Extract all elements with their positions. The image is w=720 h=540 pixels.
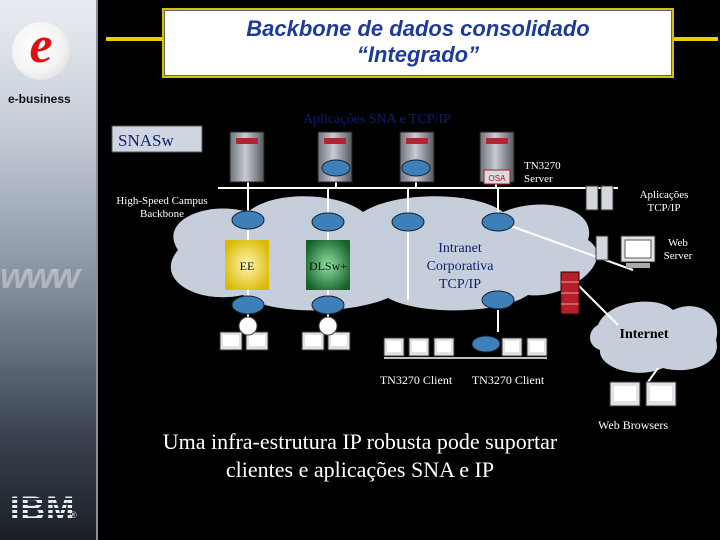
ebusiness-logo: e bbox=[12, 17, 70, 80]
router-icon bbox=[481, 290, 515, 310]
link bbox=[507, 224, 634, 271]
tn3270-client-pc bbox=[526, 337, 548, 357]
tn3270-client-pc bbox=[408, 337, 430, 357]
campus-label-line1: High-Speed Campus bbox=[116, 195, 207, 207]
title-box: Backbone de dados consolidado “Integrado… bbox=[162, 8, 674, 78]
router-icon bbox=[231, 210, 265, 230]
link bbox=[647, 367, 659, 383]
tcpip-app-server bbox=[585, 185, 599, 211]
tn3270-client-label-left: TN3270 Client bbox=[380, 373, 453, 387]
apps-tcpip-label-line1: Aplicações bbox=[640, 189, 689, 201]
tn3270-server-label-line2: Server bbox=[524, 173, 553, 185]
mainframe-server-1 bbox=[229, 131, 265, 183]
tn3270-client-label-right: TN3270 Client bbox=[472, 373, 545, 387]
osa-adapter bbox=[483, 169, 511, 185]
osa-label: OSA bbox=[489, 174, 507, 183]
client-pc bbox=[219, 331, 243, 351]
bottom-caption-line2: clientes e aplicações SNA e IP bbox=[225, 457, 495, 482]
www-decoration: www bbox=[0, 255, 80, 296]
client-pc bbox=[245, 331, 269, 351]
router-icon bbox=[311, 212, 345, 232]
bottom-caption: Uma infra-estrutura IP robusta pode supo… bbox=[110, 428, 610, 484]
client-pc-tower bbox=[318, 316, 338, 336]
router-icon bbox=[471, 335, 501, 353]
tn3270-server-label-line1: TN3270 bbox=[524, 160, 561, 172]
ebusiness-label: e-business bbox=[8, 92, 71, 106]
tn3270-client-pc bbox=[433, 337, 455, 357]
link bbox=[577, 284, 619, 326]
sidebar-divider bbox=[96, 0, 98, 540]
web-server-label-line1: Web bbox=[668, 237, 688, 249]
tcpip-app-server bbox=[595, 235, 609, 261]
page-title-line1: Backbone de dados consolidado bbox=[246, 16, 590, 41]
ibm-registered-mark: ® bbox=[70, 510, 77, 520]
apps-tcpip-label-line2: TCP/IP bbox=[647, 202, 680, 214]
client-pc bbox=[301, 331, 325, 351]
page-title: Backbone de dados consolidado “Integrado… bbox=[164, 16, 672, 68]
ee-node bbox=[225, 240, 269, 290]
router-icon bbox=[481, 212, 515, 232]
firewall-icon bbox=[560, 271, 580, 315]
router-icon bbox=[231, 295, 265, 315]
bottom-caption-line1: Uma infra-estrutura IP robusta pode supo… bbox=[162, 429, 558, 454]
web-browser-pc bbox=[609, 381, 641, 407]
dlsw-node bbox=[306, 240, 350, 290]
router-icon bbox=[321, 159, 351, 177]
web-browsers-label: Web Browsers bbox=[598, 418, 669, 432]
apps-label: Aplicações SNA e TCP/IP bbox=[303, 112, 451, 127]
snasw-box bbox=[111, 125, 203, 153]
intranet-label-line1: Intranet bbox=[438, 241, 482, 256]
tcpip-app-server bbox=[600, 185, 614, 211]
page-title-line2: “Integrado” bbox=[356, 42, 480, 67]
router-icon bbox=[401, 159, 431, 177]
ee-label: EE bbox=[240, 259, 255, 273]
tn3270-client-pc bbox=[501, 337, 523, 357]
snasw-label: SNASw bbox=[118, 131, 174, 150]
campus-label-line2: Backbone bbox=[140, 208, 184, 220]
web-server-icon bbox=[620, 235, 656, 268]
client-pc bbox=[327, 331, 351, 351]
network-diagram: OSA SNASw Aplicaçõe bbox=[111, 112, 718, 407]
intranet-label-line2: Corporativa bbox=[427, 259, 495, 274]
ebusiness-logo-letter: e bbox=[29, 17, 53, 74]
dlsw-label: DLSw+ bbox=[309, 259, 347, 273]
web-server-label-line2: Server bbox=[664, 250, 693, 262]
sidebar: e e-business www IBM ® bbox=[0, 0, 98, 540]
tn3270-client-pc bbox=[383, 337, 405, 357]
intranet-label-line3: TCP/IP bbox=[439, 277, 481, 292]
internet-label: Internet bbox=[620, 327, 669, 342]
internet-cloud bbox=[590, 301, 718, 373]
web-browser-pc bbox=[645, 381, 677, 407]
router-icon bbox=[311, 295, 345, 315]
router-icon bbox=[391, 212, 425, 232]
client-pc-tower bbox=[238, 316, 258, 336]
ibm-logo: IBM bbox=[10, 490, 76, 528]
